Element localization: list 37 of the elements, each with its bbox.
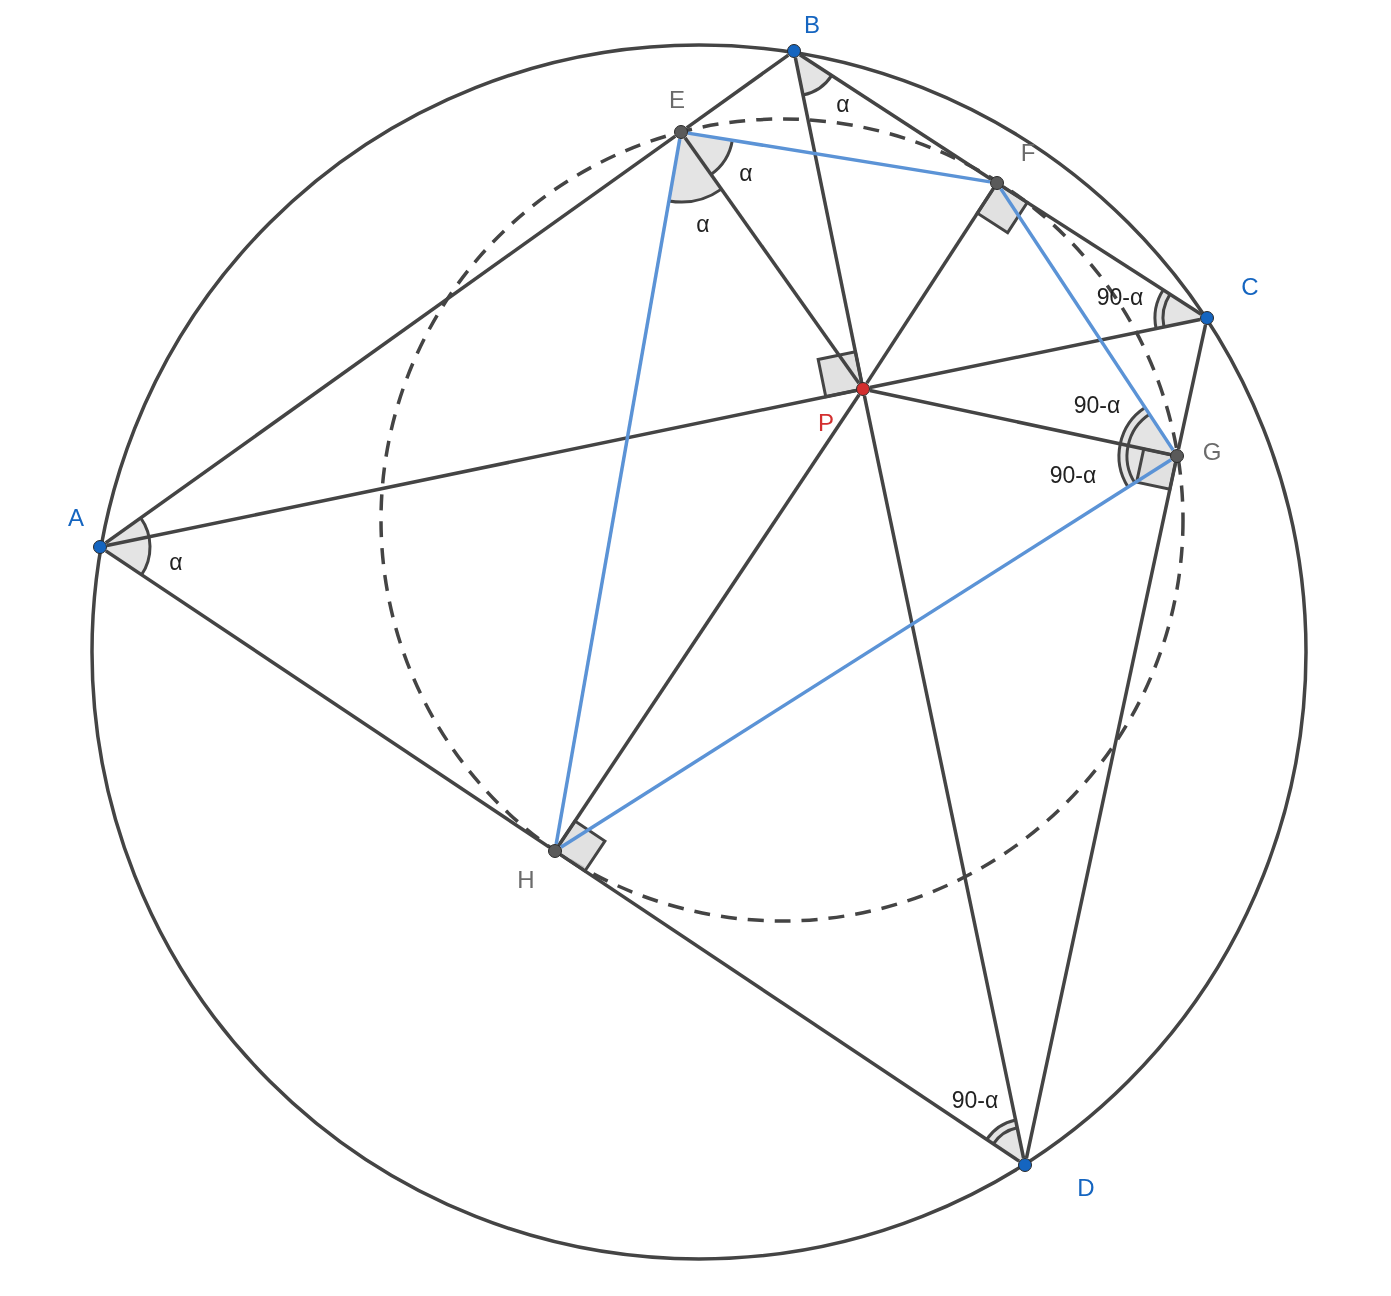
angle-label: 90-α <box>1096 285 1144 309</box>
angle-label: α <box>696 212 710 236</box>
angle-label: 90-α <box>1073 393 1121 417</box>
point-label: D <box>1077 1176 1095 1200</box>
line-segment <box>1024 462 1178 1159</box>
line-segment <box>1001 185 1203 316</box>
segment <box>554 138 682 845</box>
line-segment <box>1176 324 1208 450</box>
angle-label: 90-α <box>1049 463 1097 487</box>
point-label: C <box>1241 275 1259 299</box>
point-label: E <box>669 88 685 112</box>
line-segment <box>106 388 857 548</box>
point-label: G <box>1202 440 1222 464</box>
point-label: A <box>68 506 84 530</box>
line-segment <box>869 388 1171 457</box>
point-label: F <box>1020 141 1036 165</box>
line-segment <box>557 393 861 847</box>
line-segment <box>869 317 1201 390</box>
line-segment <box>104 549 551 849</box>
angle-label: α <box>169 550 183 574</box>
segment <box>559 458 1173 849</box>
segment <box>687 131 991 184</box>
line-segment <box>104 134 677 545</box>
line-segment <box>559 853 1021 1163</box>
line-segment <box>683 136 861 385</box>
line-segment <box>862 395 1026 1159</box>
line-segment <box>685 53 790 130</box>
angle-label: α <box>836 92 850 116</box>
line-segment <box>798 53 993 181</box>
angle-label: α <box>739 161 753 185</box>
angle-label: 90-α <box>951 1088 999 1112</box>
point-label: H <box>517 868 535 892</box>
point-label: P <box>818 411 834 435</box>
line-segment <box>793 57 864 383</box>
line-segment <box>865 187 995 385</box>
segment <box>999 187 1175 452</box>
point-label: B <box>804 13 820 37</box>
